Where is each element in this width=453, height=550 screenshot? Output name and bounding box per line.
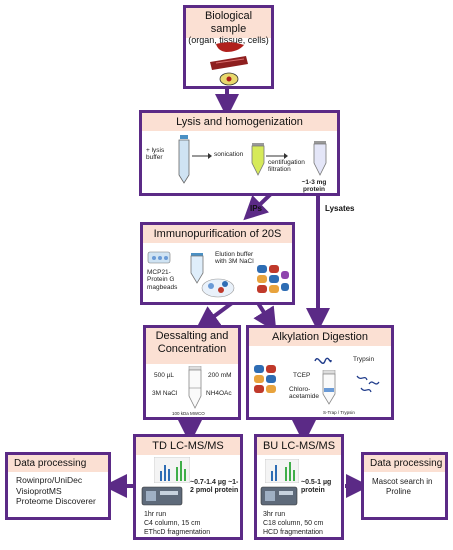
- bu-spectrum-icon: [265, 459, 299, 483]
- tissue-icons: [210, 42, 248, 86]
- desalt-filter-label: 100 kDa MWCO: [172, 411, 205, 416]
- td-header: TD LC-MS/MS: [136, 437, 240, 455]
- desalt-buffer: NH4OAc: [206, 390, 232, 397]
- peptides-icon: [356, 375, 380, 393]
- lysates-label: Lysates: [325, 204, 355, 213]
- ips-label: IPs: [250, 204, 263, 213]
- unfolded-protein-icon: [314, 357, 332, 364]
- lysis-amount: ~1-3 mg protein: [301, 179, 327, 194]
- strap-label: S-Trap / Trypsin: [323, 410, 355, 415]
- alkyl-header: Alkylation Digestion: [249, 328, 391, 346]
- sonication-label: sonication: [214, 151, 244, 158]
- chloro-label: Chloro- acetamide: [289, 386, 319, 401]
- arrow-immuno-to-alkyl: [253, 301, 277, 333]
- elution-tube-icon: [190, 253, 204, 284]
- desalt-box: Dessalting and Concentration 500 µL 3M N…: [143, 325, 241, 420]
- alkyl-box: Alkylation Digestion TCEP Chloro- acetam…: [246, 325, 394, 420]
- data-processing-right-list: Mascot search in Proline: [372, 477, 432, 497]
- filter-tube-icon: [188, 366, 202, 409]
- td-amount: ~0.7-1.4 µg ~1-2 pmol protein: [190, 479, 239, 495]
- td-instrument-icon: [141, 486, 183, 506]
- strap-column-icon: [322, 370, 336, 405]
- trypsin-label: Trypsin: [353, 356, 375, 363]
- immuno-header: Immunopurification of 20S: [143, 225, 292, 243]
- dp-left-tool-2: VisioprotMS: [16, 485, 62, 496]
- lysis-header: Lysis and homogenization: [142, 113, 337, 131]
- desalt-buffer-volume: 200 mM: [208, 372, 232, 379]
- bu-box: BU LC-MS/MS ~0.5-1 µg protein 3hr run C1…: [254, 434, 344, 540]
- bu-header: BU LC-MS/MS: [257, 437, 341, 455]
- bead-dish-icon: [201, 278, 235, 298]
- sample-subtitle: (organ, tissue, cells): [188, 35, 269, 46]
- centrifugation-label: centifugation filtration: [268, 159, 305, 174]
- dp-right-line-2: Proline: [386, 487, 411, 496]
- sample-box: Biological sample (organ, tissue, cells): [183, 5, 274, 89]
- lysis-tube-icon: [178, 135, 190, 184]
- data-processing-left-list: Rowinpro/UniDec VisioprotMS Proteome Dis…: [16, 475, 96, 507]
- desalt-volume: 500 µL: [154, 372, 175, 379]
- elution-label: Elution buffer with 3M NaCl: [215, 251, 254, 266]
- data-processing-left-box: Data processing Rowinpro/UniDec Visiopro…: [5, 452, 111, 520]
- filtered-tube-icon: [313, 141, 327, 176]
- lysis-box: Lysis and homogenization + lysis buffer …: [139, 110, 340, 196]
- proteasome-icon: [257, 265, 289, 293]
- sample-header: Biological sample (organ, tissue, cells): [186, 8, 271, 45]
- arrow-immuno-to-desalt: [195, 301, 234, 331]
- muscle-icon: [210, 56, 248, 70]
- magbead-plate-icon: [147, 251, 171, 264]
- bu-amount: ~0.5-1 µg protein: [301, 479, 332, 495]
- arrow-2-icon: [266, 153, 288, 159]
- dp-left-tool-1: Rowinpro/UniDec: [16, 475, 83, 485]
- alkyl-proteasome-icon: [254, 365, 276, 393]
- dp-left-tool-3: Proteome Discoverer: [16, 496, 96, 507]
- td-fragmentation: EThcD fragmentation: [144, 529, 211, 536]
- td-spectrum-icon: [154, 457, 190, 483]
- arrow-1-icon: [192, 153, 212, 159]
- immuno-box: Immunopurification of 20S MCP21- Protein…: [140, 222, 295, 305]
- tcep-label: TCEP: [293, 372, 311, 379]
- bu-instrument-icon: [260, 486, 298, 506]
- bu-fragmentation: HCD fragmentation: [263, 529, 323, 536]
- td-column: C4 column, 15 cm: [144, 520, 201, 527]
- sonication-tube-icon: [251, 143, 265, 176]
- td-run: 1hr run: [144, 511, 167, 518]
- magbeads-label: MCP21- Protein G magbeads: [147, 269, 178, 291]
- desalt-nacl: 3M NaCl: [152, 390, 178, 397]
- liver-icon: [216, 42, 244, 52]
- td-box: TD LC-MS/MS ~0.7-1.4 µg ~1-2 pmol protei…: [133, 434, 243, 540]
- desalt-header: Dessalting and Concentration: [146, 328, 238, 364]
- sample-title: Biological sample: [204, 10, 253, 35]
- data-processing-right-header: Data processing: [364, 455, 445, 472]
- data-processing-left-header: Data processing: [8, 455, 108, 472]
- lysis-buffer-label: + lysis buffer: [146, 147, 165, 162]
- dp-right-line-1: Mascot search in: [372, 477, 433, 486]
- bu-column: C18 column, 50 cm: [263, 520, 324, 527]
- data-processing-right-box: Data processing Mascot search in Proline: [361, 452, 448, 520]
- bu-run: 3hr run: [263, 511, 286, 518]
